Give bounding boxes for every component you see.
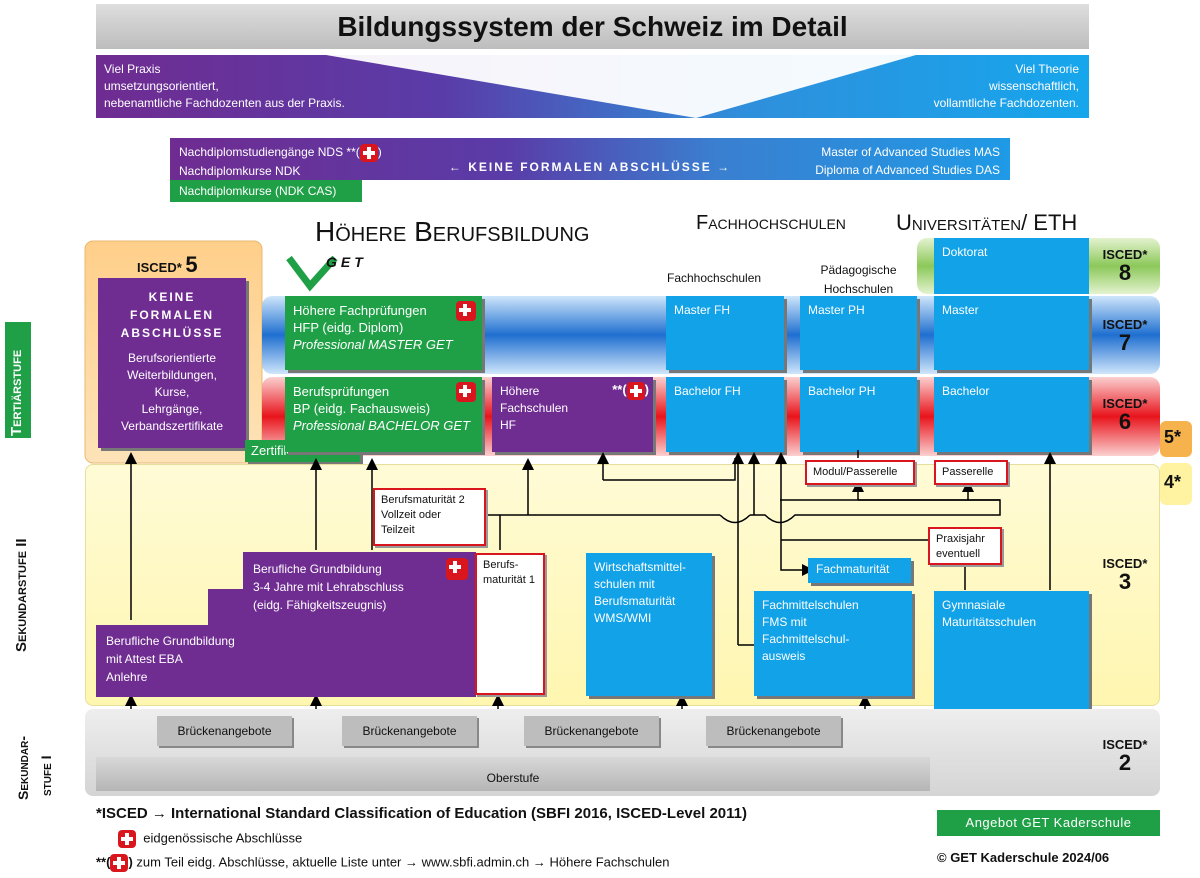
keine-formalen-abschluesse: ← KEINE FORMALEN ABSCHLÜSSE → bbox=[448, 160, 732, 174]
page-title: Bildungssystem der Schweiz im Detail bbox=[96, 4, 1089, 49]
legend-eidg: eidgenössische Abschlüsse bbox=[118, 830, 302, 848]
bp-box: Berufsprüfungen BP (eidg. Fachausweis) P… bbox=[285, 377, 482, 452]
das-label: Diploma of Advanced Studies DAS bbox=[815, 163, 1000, 177]
sekundarstufe-2-label: Sekundarstufe II bbox=[13, 538, 30, 652]
isced5-number: 5 bbox=[185, 252, 198, 277]
berufliche-grundbildung-stairs bbox=[96, 552, 476, 697]
fachmaturitaet-box: Fachmaturität bbox=[808, 558, 911, 583]
isced3-label: ISCED*3 bbox=[1102, 556, 1148, 594]
brueckenangebot: Brückenangebote bbox=[524, 716, 659, 746]
isced2-label: ISCED*2 bbox=[1102, 737, 1148, 775]
swiss-cross-icon bbox=[456, 301, 476, 321]
ndk-label: Nachdiplomkurse NDK bbox=[179, 163, 301, 178]
level-4-side-label: 4* bbox=[1164, 472, 1182, 492]
legend-teil: **() zum Teil eidg. Abschlüsse, aktuelle… bbox=[96, 854, 669, 872]
praxis-text: Viel Praxis umsetzungsorientiert, nebena… bbox=[104, 62, 345, 110]
ph-sub-label: Pädagogische Hochschulen bbox=[820, 263, 897, 296]
fh-sub-label: Fachhochschulen bbox=[667, 271, 762, 285]
hfp-box: Höhere Fachprüfungen HFP (eidg. Diplom) … bbox=[285, 296, 482, 370]
doktorat-box: Doktorat bbox=[934, 238, 1089, 294]
fms-box: Fachmittelschulen FMS mit Fachmittelschu… bbox=[754, 591, 912, 696]
isced7-label: ISCED*7 bbox=[1102, 317, 1148, 355]
swiss-cross-icon bbox=[118, 830, 136, 848]
bg-attest-text: Berufliche Grundbildung mit Attest EBA A… bbox=[106, 634, 235, 684]
bg34-text: Berufliche Grundbildung 3-4 Jahre mit Le… bbox=[253, 562, 404, 612]
nds-label: Nachdiplomstudiengänge NDS **( bbox=[179, 145, 360, 159]
bm2-box: Berufsmaturität 2 Vollzeit oder Teilzeit bbox=[373, 488, 486, 546]
nds-band: Nachdiplomstudiengänge NDS **() Nachdipl… bbox=[170, 138, 1010, 195]
praxis-divider bbox=[326, 55, 916, 118]
get-label: GET bbox=[326, 254, 367, 270]
tertiaerstufe-bg bbox=[5, 322, 31, 438]
get-check-icon bbox=[286, 256, 338, 292]
tertiaerstufe-label: Tertiärstufe bbox=[8, 349, 25, 436]
praxis-theorie-band: Viel Praxis umsetzungsorientiert, nebena… bbox=[96, 55, 1089, 118]
swiss-cross-icon bbox=[446, 558, 468, 580]
isced8-label: ISCED*8 bbox=[1102, 247, 1148, 285]
brueckenangebot: Brückenangebote bbox=[342, 716, 477, 746]
copyright: © GET Kaderschule 2024/06 bbox=[937, 850, 1110, 865]
header-fachhochschulen: Fachhochschulen bbox=[696, 212, 846, 234]
passerelle-box: Passerelle bbox=[934, 460, 1008, 485]
keine-formalen-box: KEINE FORMALEN ABSCHLÜSSE Berufsorientie… bbox=[98, 278, 246, 448]
brueckenangebot: Brückenangebote bbox=[706, 716, 841, 746]
modul-passerelle-box: Modul/Passerelle bbox=[805, 460, 915, 485]
sekundarstufe-1-label-a: Sekundar- bbox=[15, 736, 31, 800]
header-universitaeten: Universitäten/ ETH bbox=[896, 210, 1078, 235]
hf-box: Höhere Fachschulen HF **() bbox=[492, 377, 653, 452]
theorie-text: Viel Theorie wissenschaftlich, vollamtli… bbox=[933, 62, 1079, 110]
swiss-cross-icon bbox=[456, 382, 476, 402]
swiss-cross-icon bbox=[110, 854, 129, 872]
bachelor-fh-box: Bachelor FH bbox=[666, 377, 784, 452]
header-hoehere-berufsbildung: Höhere Berufsbildung bbox=[315, 216, 590, 247]
ndk-cas: Nachdiplomkurse (NDK CAS) bbox=[170, 180, 362, 202]
bachelor-ph-box: Bachelor PH bbox=[800, 377, 917, 452]
cas-label: Certificate of Advanced Studies CAS bbox=[805, 181, 1000, 195]
swiss-cross-icon bbox=[626, 381, 645, 400]
master-box: Master bbox=[934, 296, 1089, 370]
praxisjahr-box: Praxisjahr eventuell bbox=[928, 527, 1002, 565]
swiss-cross-icon bbox=[359, 143, 378, 162]
isced-footnote: *ISCED → International Standard Classifi… bbox=[96, 805, 747, 822]
master-ph-box: Master PH bbox=[800, 296, 917, 370]
level-5-side-label: 5* bbox=[1164, 427, 1182, 447]
mas-label: Master of Advanced Studies MAS bbox=[821, 145, 1000, 159]
bachelor-box: Bachelor bbox=[934, 377, 1089, 452]
oberstufe: Oberstufe bbox=[96, 757, 930, 791]
sekundarstufe-1-label-b: stufe I bbox=[38, 755, 54, 796]
master-fh-box: Master FH bbox=[666, 296, 784, 370]
brueckenangebot: Brückenangebote bbox=[157, 716, 292, 746]
isced5-label: ISCED* bbox=[137, 260, 182, 275]
isced6-label: ISCED*6 bbox=[1102, 396, 1148, 434]
angebot-get-kaderschule: Angebot GET Kaderschule bbox=[937, 810, 1160, 836]
wms-box: Wirtschaftsmittel- schulen mit Berufsmat… bbox=[586, 553, 712, 696]
bm1-box: Berufs- maturität 1 bbox=[475, 553, 545, 695]
